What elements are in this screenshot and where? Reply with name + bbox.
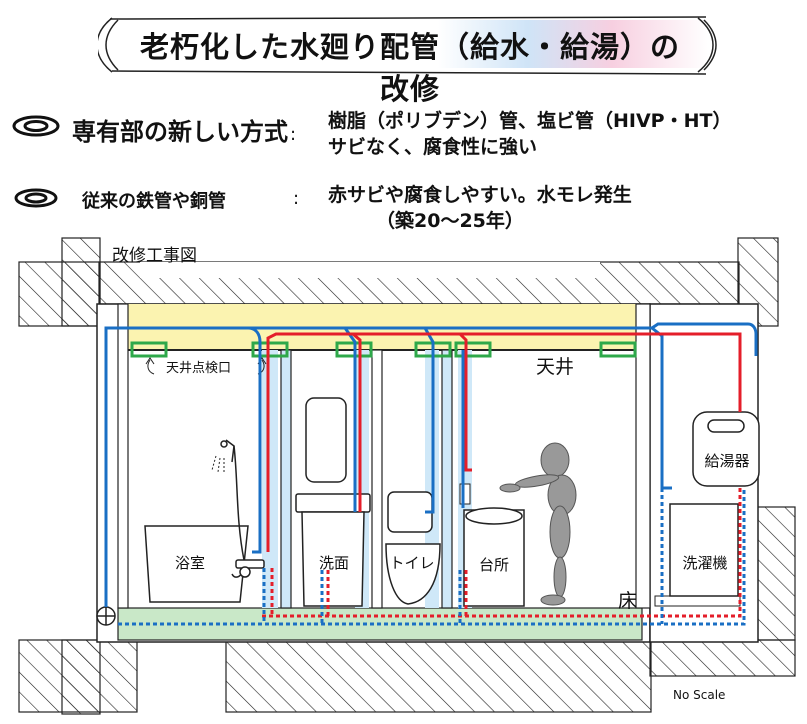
room-label-washbasin: 洗面 bbox=[318, 554, 349, 572]
legend-line: 赤サビや腐食しやすい。水モレ発生 bbox=[328, 184, 632, 206]
legend-line: サビなく、腐食性に強い bbox=[328, 136, 538, 158]
room-label-kitchen: 台所 bbox=[478, 556, 509, 574]
room-label-bath: 浴室 bbox=[174, 554, 205, 572]
double-circle-icon bbox=[12, 115, 60, 137]
hot-water-pipes bbox=[266, 332, 742, 552]
double-circle-icon bbox=[14, 188, 58, 208]
legend-old-method: 従来の鉄管や銅管 : 赤サビや腐食しやすい。水モレ発生 （築20〜25年） bbox=[10, 184, 800, 232]
scale-note: No Scale bbox=[673, 688, 726, 702]
diagram-heading: 改修工事図 bbox=[112, 246, 197, 266]
ceiling-label: 天井 bbox=[536, 356, 575, 378]
partition-walls bbox=[117, 303, 651, 609]
legend-line: 樹脂（ポリブデン）管、塩ビ管（HIVP・HT） bbox=[328, 110, 732, 132]
legend-description: 樹脂（ポリブデン）管、塩ビ管（HIVP・HT） サビなく、腐食性に強い bbox=[328, 108, 731, 160]
person-figure bbox=[499, 442, 577, 606]
inspection-hatch-label: 天井点検口 bbox=[166, 361, 232, 376]
page-title: 老朽化した水廻り配管（給水・給湯）の改修 bbox=[139, 30, 680, 106]
room-label-toilet: トイレ bbox=[389, 554, 435, 572]
hatch-arrow bbox=[147, 359, 155, 375]
building-structure bbox=[18, 237, 796, 715]
room-label-washing-machine: 洗濯機 bbox=[682, 554, 728, 572]
title-banner bbox=[98, 16, 717, 75]
kitchen-valve bbox=[459, 483, 471, 505]
legend-description: 赤サビや腐食しやすい。水モレ発生 （築20〜25年） bbox=[328, 182, 632, 234]
washer-tray bbox=[654, 595, 741, 607]
legend-heading: 専有部の新しい方式 bbox=[72, 118, 288, 146]
legend-colon: : bbox=[290, 124, 297, 145]
floor-label: 床 bbox=[618, 590, 638, 612]
legend-heading: 従来の鉄管や銅管 bbox=[82, 191, 226, 212]
bathtub bbox=[144, 525, 249, 603]
fixtures bbox=[144, 397, 760, 607]
legend-line: （築20〜25年） bbox=[376, 210, 524, 232]
legend-colon: : bbox=[293, 188, 300, 209]
room-label-water-heater: 給湯器 bbox=[704, 452, 750, 470]
old-pipes bbox=[118, 486, 746, 626]
pipe-shaft-bath bbox=[262, 350, 278, 608]
legend-new-method: 専有部の新しい方式 : 樹脂（ポリブデン）管、塩ビ管（HIVP・HT） サビなく… bbox=[10, 108, 800, 158]
